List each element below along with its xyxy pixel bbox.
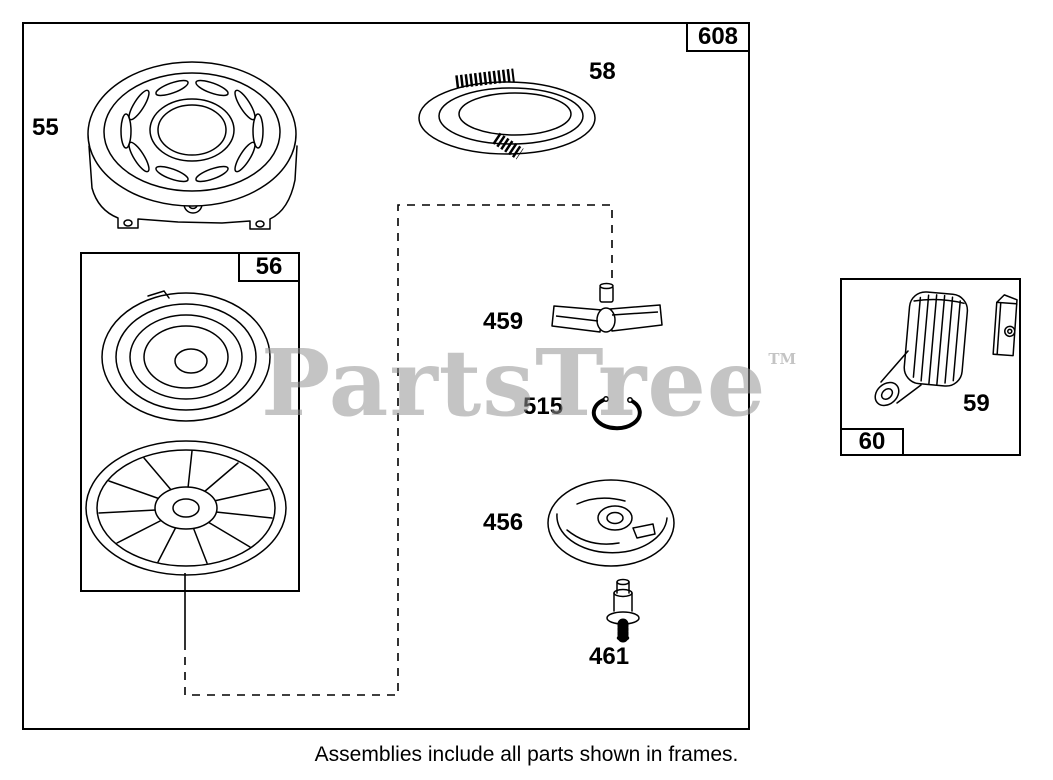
starter-spring-drawing	[418, 68, 596, 160]
frame-label-608: 608	[686, 22, 750, 52]
callout-retaining-ring: 515	[523, 393, 564, 420]
callout-pulley-assembly: 456	[483, 509, 524, 536]
connector-lines	[184, 204, 613, 696]
callout-starter-spring: 58	[589, 58, 616, 85]
rewind-spring-drawing	[101, 290, 271, 422]
starter-handle-drawing	[551, 282, 663, 333]
assembly-frame-60: 60	[840, 278, 1021, 456]
frame-label-60: 60	[840, 428, 904, 456]
retaining-ring-drawing	[591, 396, 642, 431]
starter-grip-drawing	[874, 291, 969, 407]
screw-drawing	[606, 578, 640, 643]
pulley-assembly-drawing	[547, 479, 675, 567]
blower-housing-drawing	[87, 61, 298, 230]
assembly-frame-608: 608	[22, 22, 750, 730]
grip-insert-drawing	[992, 294, 1018, 357]
callout-blower-housing: 55	[32, 114, 59, 141]
caption-text: Assemblies include all parts shown in fr…	[314, 743, 739, 766]
frame-label-56: 56	[238, 252, 300, 282]
callout-starter-handle: 459	[483, 308, 524, 335]
watermark-trademark: TM	[768, 350, 797, 368]
callout-screw: 461	[589, 643, 630, 670]
assembly-frame-56: 56	[80, 252, 300, 592]
starter-pulley-drawing	[85, 440, 287, 576]
callout-starter-grip: 59	[963, 390, 990, 417]
